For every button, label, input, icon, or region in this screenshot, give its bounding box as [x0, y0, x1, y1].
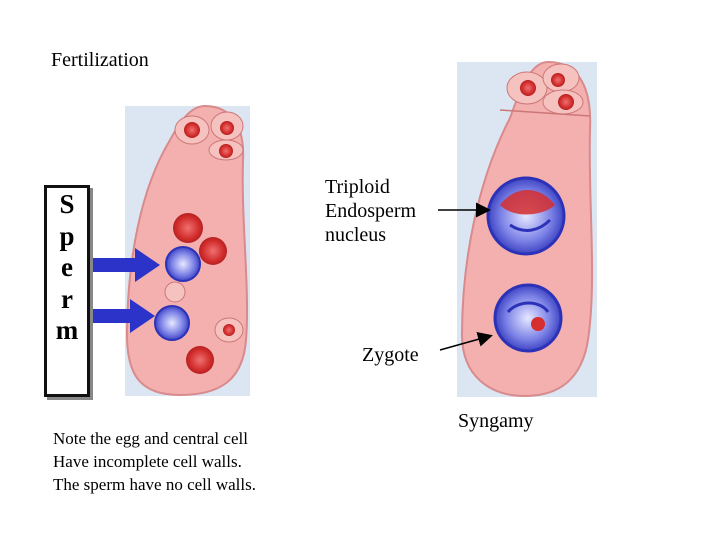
note-line: The sperm have no cell walls. [53, 475, 256, 494]
syngamy-label: Syngamy [458, 410, 534, 432]
sperm-letter: r [61, 283, 73, 314]
right-top-cells [499, 63, 591, 117]
note-line: Have incomplete cell walls. [53, 452, 242, 471]
zygote-nucleus [493, 283, 563, 353]
note-text: Note the egg and central cell Have incom… [53, 427, 256, 496]
triploid-endosperm-label: Triploid Endosperm nucleus [325, 175, 416, 247]
triploid-label-line: nucleus [325, 224, 387, 246]
note-line: Note the egg and central cell [53, 429, 248, 448]
left-bottom-cells [186, 317, 244, 374]
diagram-title: Fertilization [51, 49, 149, 71]
sperm-label-box: S p e r m [44, 185, 90, 397]
zygote-label: Zygote [362, 344, 419, 366]
sperm-letter: m [55, 315, 79, 345]
sperm-letter: p [59, 220, 75, 251]
sperm-letter: S [59, 189, 75, 219]
sperm-nucleus-upper [165, 246, 201, 282]
polar-nuclei [173, 213, 227, 265]
sperm-letter: e [61, 252, 73, 282]
triploid-endosperm-nucleus [486, 176, 566, 256]
egg-nucleus [164, 281, 186, 303]
triploid-label-line: Triploid [325, 176, 390, 198]
sperm-arrow-upper [92, 248, 160, 282]
sperm-nucleus-lower [154, 305, 190, 341]
triploid-label-line: Endosperm [325, 200, 417, 222]
sperm-arrow-lower [92, 299, 155, 333]
left-top-cells [174, 111, 244, 161]
zygote-leader-line [439, 332, 493, 351]
